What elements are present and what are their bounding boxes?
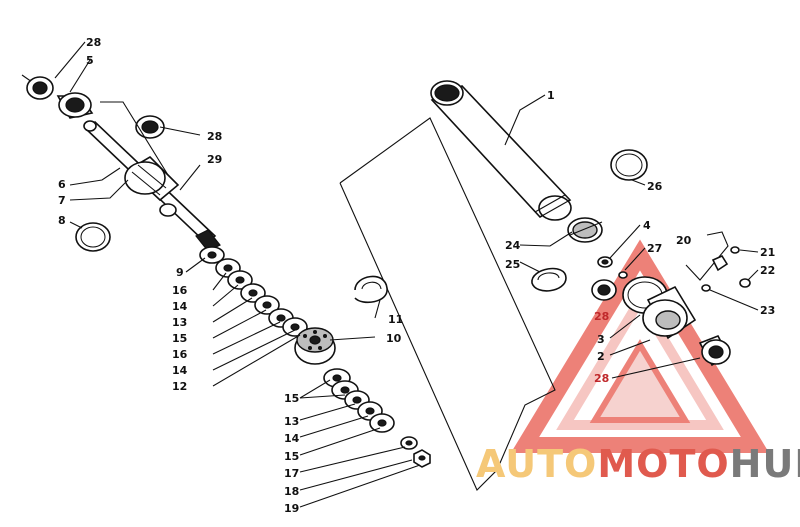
label-16a: 16 (172, 284, 188, 297)
watermark-logo (510, 239, 770, 453)
watermark-auto: AUTO (476, 442, 597, 486)
label-29: 29 (207, 153, 222, 166)
ring-clip-25 (531, 267, 567, 292)
eyelet-5 (56, 92, 94, 119)
label-24: 24 (505, 239, 521, 252)
bushing-28-top (26, 76, 54, 100)
thread-end (195, 229, 221, 252)
label-3: 3 (597, 333, 605, 346)
label-14c: 14 (284, 432, 300, 445)
watermark-text: AUTOMOTOHUB (476, 442, 800, 486)
part-labels: 28 5 28 29 6 7 8 9 16 14 13 15 16 14 12 … (58, 36, 775, 515)
o-ring-26 (610, 149, 648, 181)
o-ring-8 (75, 222, 111, 252)
end-cap-24 (567, 217, 603, 243)
label-28-top: 28 (86, 36, 101, 49)
svg-text:AUTOMOTOHUB: AUTOMOTOHUB (476, 442, 800, 486)
label-9: 9 (176, 266, 184, 279)
shaft-assembly (21, 74, 221, 252)
valve-stack-upper (199, 246, 308, 337)
body-end-2 (622, 276, 697, 340)
label-10: 10 (386, 332, 402, 345)
label-12: 12 (172, 380, 187, 393)
group-outline (339, 117, 556, 491)
leader-lines (54, 41, 759, 508)
label-13b: 13 (284, 415, 299, 428)
watermark-hub: HUB (730, 442, 800, 486)
seal-head-7 (124, 155, 180, 217)
label-5: 5 (86, 54, 94, 67)
label-18: 18 (284, 485, 299, 498)
label-26: 26 (647, 180, 663, 193)
label-28-lower: 28 (594, 372, 609, 385)
label-27: 27 (647, 242, 662, 255)
label-28-mid: 28 (207, 130, 222, 143)
label-13a: 13 (172, 316, 187, 329)
bushing-28-lower (698, 334, 731, 367)
label-15a: 15 (172, 332, 187, 345)
label-19: 19 (284, 502, 299, 515)
label-1: 1 (547, 89, 555, 102)
label-28-right: 28 (594, 310, 609, 323)
piston-ring-11 (354, 275, 388, 304)
cylinder-body-1 (430, 80, 572, 221)
label-6: 6 (58, 178, 66, 191)
label-14a: 14 (172, 300, 188, 313)
label-17: 17 (284, 467, 299, 480)
label-15c: 15 (284, 450, 299, 463)
label-7: 7 (58, 194, 66, 207)
watermark-moto: MOTO (597, 442, 729, 486)
label-14b: 14 (172, 364, 188, 377)
bushing-28-mid (135, 115, 165, 139)
label-11: 11 (388, 313, 403, 326)
label-22: 22 (760, 264, 775, 277)
label-2: 2 (597, 350, 605, 363)
label-20: 20 (676, 234, 692, 247)
label-21: 21 (760, 246, 775, 259)
label-15b: 15 (284, 392, 299, 405)
piston-10 (294, 327, 336, 365)
label-8: 8 (58, 214, 66, 227)
bushing-28-right (591, 279, 617, 301)
label-23: 23 (760, 304, 775, 317)
label-4: 4 (643, 219, 651, 232)
label-25: 25 (505, 258, 520, 271)
valve-stack-lower (323, 368, 431, 468)
fitting-group-20 (685, 231, 751, 292)
pin-27 (618, 271, 628, 279)
label-16b: 16 (172, 348, 188, 361)
